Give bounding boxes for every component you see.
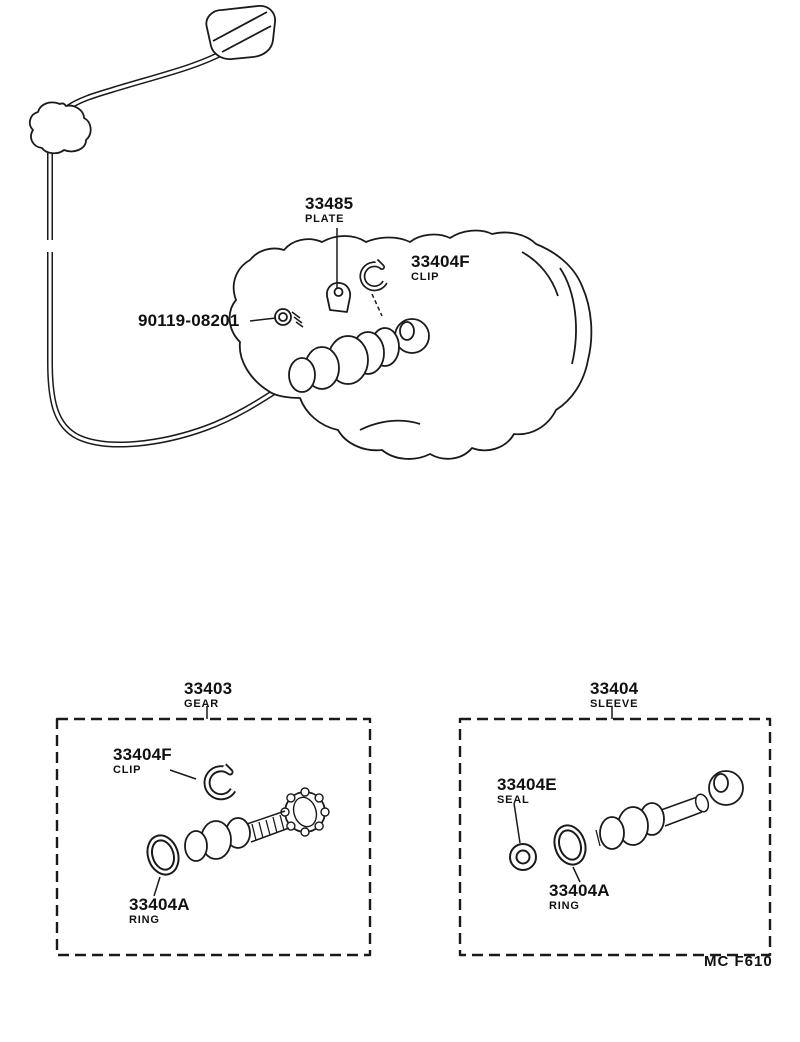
bolt-part xyxy=(274,308,304,328)
part-number: 33404E xyxy=(497,775,557,794)
cable-grommet xyxy=(28,101,92,155)
part-name: CLIP xyxy=(411,270,440,283)
callout-bolt: 90119-08201 xyxy=(138,312,239,330)
gear-shaft xyxy=(184,787,330,862)
leader-bolt xyxy=(249,317,277,322)
drawing-code: MC F610 xyxy=(704,953,773,970)
callout-clip-top: 33404F CLIP xyxy=(411,253,470,283)
speedometer-cable xyxy=(47,49,281,448)
part-number: 33404A xyxy=(129,895,190,914)
clip-part-top xyxy=(359,258,388,292)
oring-right xyxy=(553,824,587,866)
part-number: 33485 xyxy=(305,194,354,213)
plate-part xyxy=(326,282,352,313)
part-name: SLEEVE xyxy=(590,697,639,710)
callout-seal: 33404E SEAL xyxy=(497,776,557,806)
part-name: PLATE xyxy=(305,212,345,225)
part-name: GEAR xyxy=(184,697,219,710)
leader-ring-left xyxy=(153,876,161,897)
leader-ring-right xyxy=(572,866,581,883)
sleeve-shaft xyxy=(595,770,744,850)
part-name: RING xyxy=(129,913,160,926)
part-number: 33403 xyxy=(184,679,233,698)
callout-gear-box: 33403 GEAR xyxy=(184,680,232,710)
part-name: RING xyxy=(549,899,580,912)
callout-clip-left: 33404F CLIP xyxy=(113,746,172,776)
leader-clip-left xyxy=(169,769,197,780)
seal-part xyxy=(509,843,537,871)
gear-detail-box xyxy=(55,706,372,957)
sleeve-detail-box xyxy=(458,706,772,957)
callout-ring-right: 33404A RING xyxy=(549,882,610,912)
part-number: 33404 xyxy=(590,679,639,698)
oring-left xyxy=(146,834,180,876)
part-number: 90119-08201 xyxy=(138,311,240,330)
part-name: CLIP xyxy=(113,763,142,776)
driven-gear-assembly-installed xyxy=(288,318,430,393)
leader-lines-top xyxy=(249,228,383,322)
part-number: 33404A xyxy=(549,881,610,900)
part-name: SEAL xyxy=(497,793,530,806)
callout-sleeve-box: 33404 SLEEVE xyxy=(590,680,638,710)
callout-ring-left: 33404A RING xyxy=(129,896,190,926)
callout-plate: 33485 PLATE xyxy=(305,195,353,225)
part-number: 33404F xyxy=(411,252,470,271)
part-number: 33404F xyxy=(113,745,172,764)
cable-connector xyxy=(205,5,276,60)
leader-seal xyxy=(513,802,521,844)
